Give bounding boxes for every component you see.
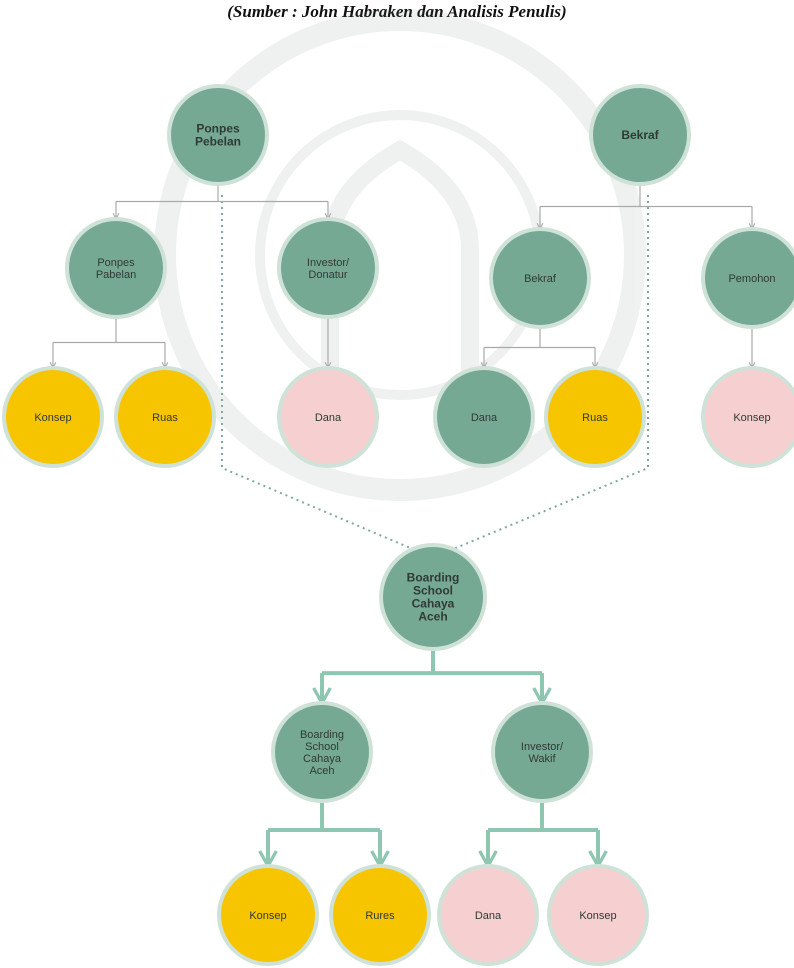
figure-caption: (Sumber : John Habraken dan Analisis Pen… xyxy=(227,2,567,21)
dotted-link-ponpes-top xyxy=(221,195,416,551)
node-label-investor-wakif: Investor/Wakif xyxy=(521,741,564,765)
node-label-bekraf-mid: Bekraf xyxy=(524,273,557,285)
node-ruas-1: Ruas xyxy=(114,366,216,468)
connector-bekraf-top xyxy=(540,182,752,229)
node-label-konsep-4: Konsep xyxy=(579,910,616,922)
node-label-ruas-1: Ruas xyxy=(152,412,178,424)
node-label-pemohon: Pemohon xyxy=(728,273,775,285)
node-label-ruas-2: Ruas xyxy=(582,412,608,424)
node-investor-wakif: Investor/Wakif xyxy=(491,701,593,803)
node-label-konsep-1: Konsep xyxy=(34,412,71,424)
node-label-dana-2: Dana xyxy=(471,412,498,424)
node-label-konsep-3: Konsep xyxy=(249,910,286,922)
node-ruas-2: Ruas xyxy=(544,366,646,468)
node-investor-donatur: Investor/Donatur xyxy=(277,217,379,319)
connector-boarding-sub xyxy=(268,799,380,866)
node-label-dana-1: Dana xyxy=(315,412,342,424)
node-konsep-4: Konsep xyxy=(547,864,649,966)
node-bekraf-top: Bekraf xyxy=(589,84,691,186)
node-rures: Rures xyxy=(329,864,431,966)
node-label-dana-3: Dana xyxy=(475,910,502,922)
node-pemohon: Pemohon xyxy=(701,227,794,329)
node-label-rures: Rures xyxy=(365,910,395,922)
dotted-link-bekraf-top xyxy=(450,195,649,551)
connector-investor-wakif xyxy=(488,799,598,866)
node-label-investor-donatur: Investor/Donatur xyxy=(307,257,350,281)
node-bekraf-mid: Bekraf xyxy=(489,227,591,329)
node-label-konsep-2: Konsep xyxy=(733,412,770,424)
node-konsep-3: Konsep xyxy=(217,864,319,966)
connector-ponpes-pabelan xyxy=(53,315,165,368)
node-konsep-2: Konsep xyxy=(701,366,794,468)
connector-boarding-center xyxy=(322,647,542,703)
node-dana-1: Dana xyxy=(277,366,379,468)
node-dana-2: Dana xyxy=(433,366,535,468)
node-konsep-1: Konsep xyxy=(2,366,104,468)
node-label-bekraf-top: Bekraf xyxy=(621,128,659,142)
node-dana-3: Dana xyxy=(437,864,539,966)
